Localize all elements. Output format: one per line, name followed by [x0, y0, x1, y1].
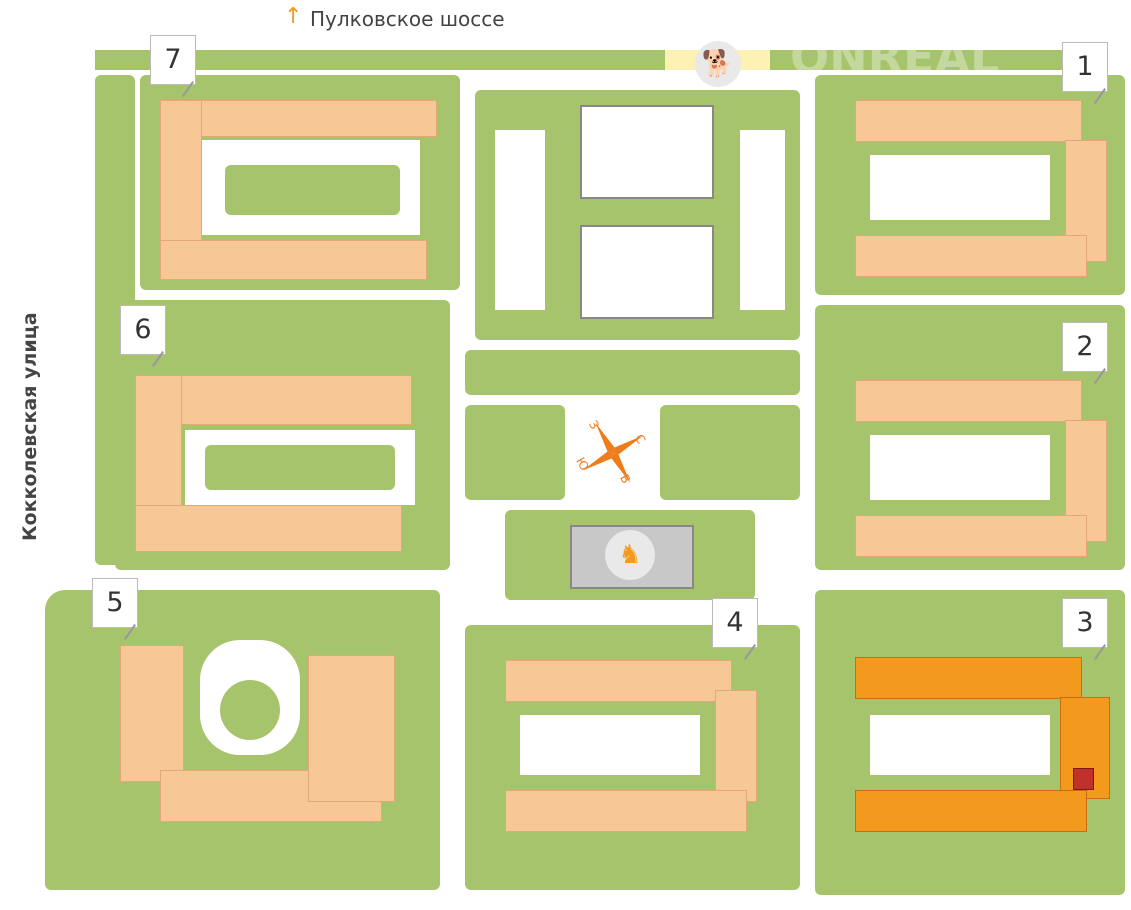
building-7[interactable]: [165, 100, 437, 137]
building-7[interactable]: [160, 240, 427, 280]
dog-icon[interactable]: 🐕: [695, 41, 741, 87]
path: [520, 715, 700, 775]
building-3-selected[interactable]: [855, 657, 1082, 699]
building-2[interactable]: [855, 380, 1082, 422]
green-area: [205, 445, 395, 490]
building-label-1[interactable]: 1: [1062, 42, 1108, 92]
building-6[interactable]: [150, 375, 412, 425]
building-1[interactable]: [855, 100, 1082, 142]
building-4[interactable]: [505, 660, 732, 702]
building-2[interactable]: [855, 515, 1087, 557]
path: [870, 155, 1050, 220]
path: [870, 715, 1050, 775]
green-area: [220, 680, 280, 740]
green-area: [660, 405, 800, 500]
building-5[interactable]: [120, 645, 184, 782]
building-label-2[interactable]: 2: [1062, 322, 1108, 372]
building-label-5[interactable]: 5: [92, 578, 138, 628]
sold-unit[interactable]: [1073, 768, 1094, 790]
building-label-4[interactable]: 4: [712, 598, 758, 648]
street-label-north: Пулковское шоссе: [310, 7, 505, 31]
school-building[interactable]: [580, 225, 714, 319]
compass-icon: [582, 422, 644, 484]
building-label-6[interactable]: 6: [120, 305, 166, 355]
green-strip: [95, 50, 665, 70]
building-label-7[interactable]: 7: [150, 35, 196, 85]
building-3-selected[interactable]: [855, 790, 1087, 832]
green-area: [465, 350, 800, 395]
path: [740, 130, 785, 310]
arrow-up-icon: ↑: [284, 4, 303, 29]
street-label-west: Кокколевская улица: [19, 312, 41, 541]
green-area: [465, 405, 565, 500]
path: [495, 130, 545, 310]
building-4[interactable]: [715, 690, 757, 802]
school-building[interactable]: [580, 105, 714, 199]
path: [870, 435, 1050, 500]
green-strip: [770, 50, 1065, 70]
rocking-horse-icon: ♞: [605, 530, 655, 580]
building-5[interactable]: [308, 655, 395, 802]
building-1[interactable]: [855, 235, 1087, 277]
building-label-3[interactable]: 3: [1062, 598, 1108, 648]
building-6[interactable]: [135, 505, 402, 552]
green-area: [225, 165, 400, 215]
building-4[interactable]: [505, 790, 747, 832]
